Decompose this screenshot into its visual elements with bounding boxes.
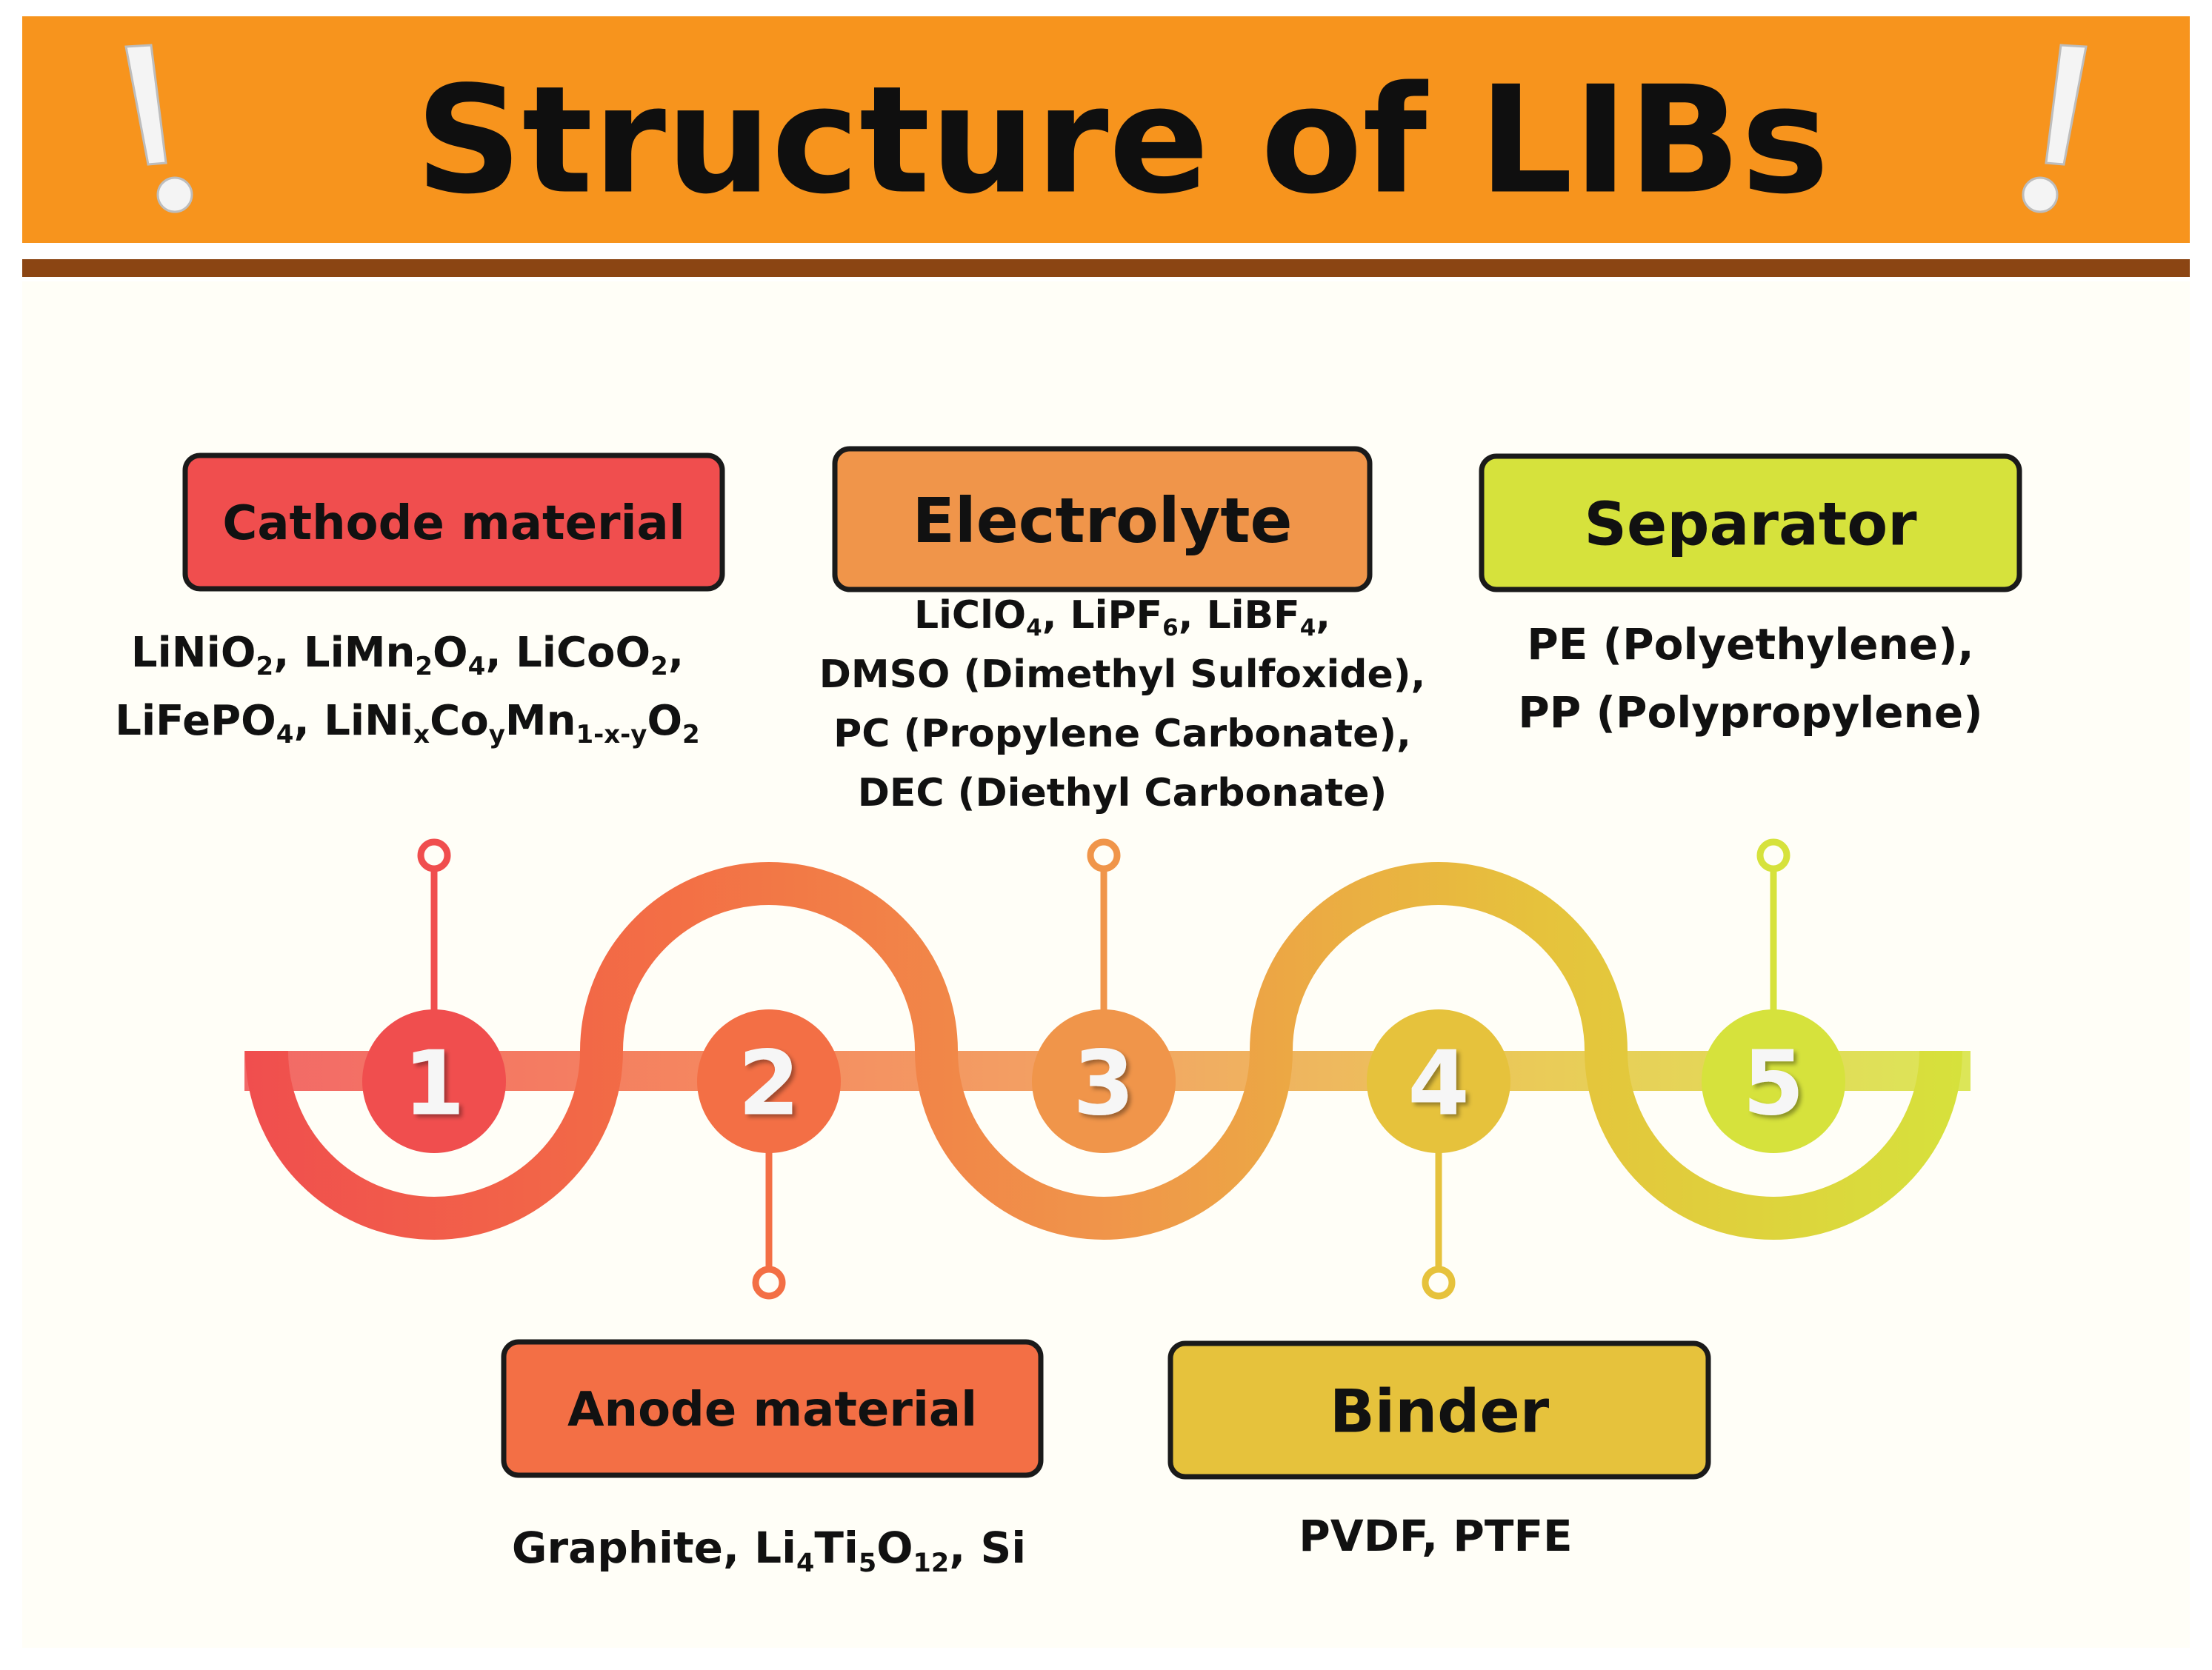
connector-dot (417, 838, 451, 872)
materials-text: LiNiO (131, 629, 256, 677)
subscript: 4 (1026, 615, 1042, 641)
header-rule (22, 259, 2190, 277)
step-label: Electrolyte (913, 484, 1293, 557)
step-label: Anode material (567, 1383, 977, 1437)
step-circle (697, 1009, 841, 1153)
materials-text: Graphite, Li (512, 1523, 796, 1573)
step-circle (1367, 1009, 1510, 1153)
step-label-box (1479, 453, 2022, 592)
step-circle (362, 1009, 506, 1153)
step-number: 3 (1073, 1033, 1135, 1136)
subscript: 2 (415, 652, 433, 681)
materials-text: DMSO (Dimethyl Sulfoxide), (819, 652, 1426, 697)
materials-line: PE (Polyethylene), (1527, 619, 1973, 669)
subscript: 4 (468, 652, 486, 681)
subscript: 2 (256, 652, 273, 681)
materials-text: , Si (949, 1523, 1026, 1573)
connector-dot (1756, 838, 1790, 872)
subscript: 6 (1162, 615, 1179, 641)
subscript: 4 (1300, 615, 1316, 641)
subscript: 1-x-y (576, 720, 647, 749)
materials-text: Co (430, 697, 489, 745)
subscript: 4 (796, 1549, 814, 1578)
step-circle (1702, 1009, 1845, 1153)
step-label: Cathode material (222, 496, 684, 551)
step-5: 5 Separator PE (Polyethylene), PP (Polyprop… (1479, 453, 2022, 1153)
subscript: 4 (276, 720, 294, 749)
step-label-box (501, 1339, 1044, 1478)
connector-dot (752, 1266, 786, 1300)
subscript: y (489, 720, 505, 749)
page-title: Structure of LIBs (416, 55, 1830, 227)
materials-text: PP (Polypropylene) (1518, 687, 1982, 738)
materials-line: PC (Propylene Carbonate), (833, 712, 1411, 756)
materials-text: O (876, 1523, 913, 1573)
exclamation-icon (2022, 44, 2088, 213)
materials-line: PP (Polypropylene) (1518, 687, 1982, 738)
subscript: x (413, 720, 430, 749)
materials-text: LiClO (914, 593, 1026, 638)
step-number: 5 (1742, 1033, 1805, 1136)
connector-dot (1087, 838, 1121, 872)
step-label-box (182, 452, 725, 592)
materials-text: , LiBF (1179, 593, 1300, 638)
subscript: 2 (650, 652, 668, 681)
materials-line: DMSO (Dimethyl Sulfoxide), (819, 652, 1426, 697)
subscript: 5 (859, 1549, 876, 1578)
materials-line: LiNiO2, LiMn2O4, LiCoO2, (131, 629, 684, 681)
materials-line: PVDF, PTFE (1299, 1511, 1572, 1561)
materials-text: , LiNi (293, 697, 413, 745)
step-number: 4 (1408, 1033, 1470, 1136)
materials-text: PC (Propylene Carbonate), (833, 712, 1411, 756)
materials-text: PE (Polyethylene), (1527, 619, 1973, 669)
materials-line: DEC (Diethyl Carbonate) (858, 771, 1388, 815)
step-label: Separator (1584, 490, 1917, 559)
step-label: Binder (1330, 1377, 1550, 1446)
materials-text: LiFePO (115, 697, 276, 745)
materials-line: LiFePO4, LiNixCoyMn1-x-yO2 (115, 697, 699, 749)
materials-text: , (668, 629, 684, 677)
title-banner (22, 16, 2190, 243)
materials-text: Mn (505, 697, 576, 745)
step-label-box (1167, 1340, 1711, 1480)
materials-text: O (647, 697, 682, 745)
materials-text: , (1316, 593, 1330, 638)
step-label-box (832, 446, 1373, 592)
materials-text: Ti (814, 1523, 858, 1573)
materials-line: LiClO4, LiPF6, LiBF4, (914, 593, 1330, 641)
step-number: 2 (738, 1033, 800, 1136)
materials-text: , LiPF (1042, 593, 1162, 638)
materials-text: , LiCoO (485, 629, 650, 677)
step-circle (1032, 1009, 1176, 1153)
exclamation-icon (124, 44, 193, 213)
materials-line: Graphite, Li4Ti5O12, Si (512, 1523, 1026, 1578)
materials-text: O (433, 629, 468, 677)
wave-band (245, 862, 1962, 1240)
materials-text: PVDF, PTFE (1299, 1511, 1572, 1561)
subscript: 2 (682, 720, 700, 749)
connector-dot (1422, 1266, 1456, 1300)
materials-text: DEC (Diethyl Carbonate) (858, 771, 1388, 815)
step-number: 1 (403, 1033, 465, 1136)
subscript: 12 (913, 1549, 950, 1578)
materials-text: , LiMn (273, 629, 415, 677)
